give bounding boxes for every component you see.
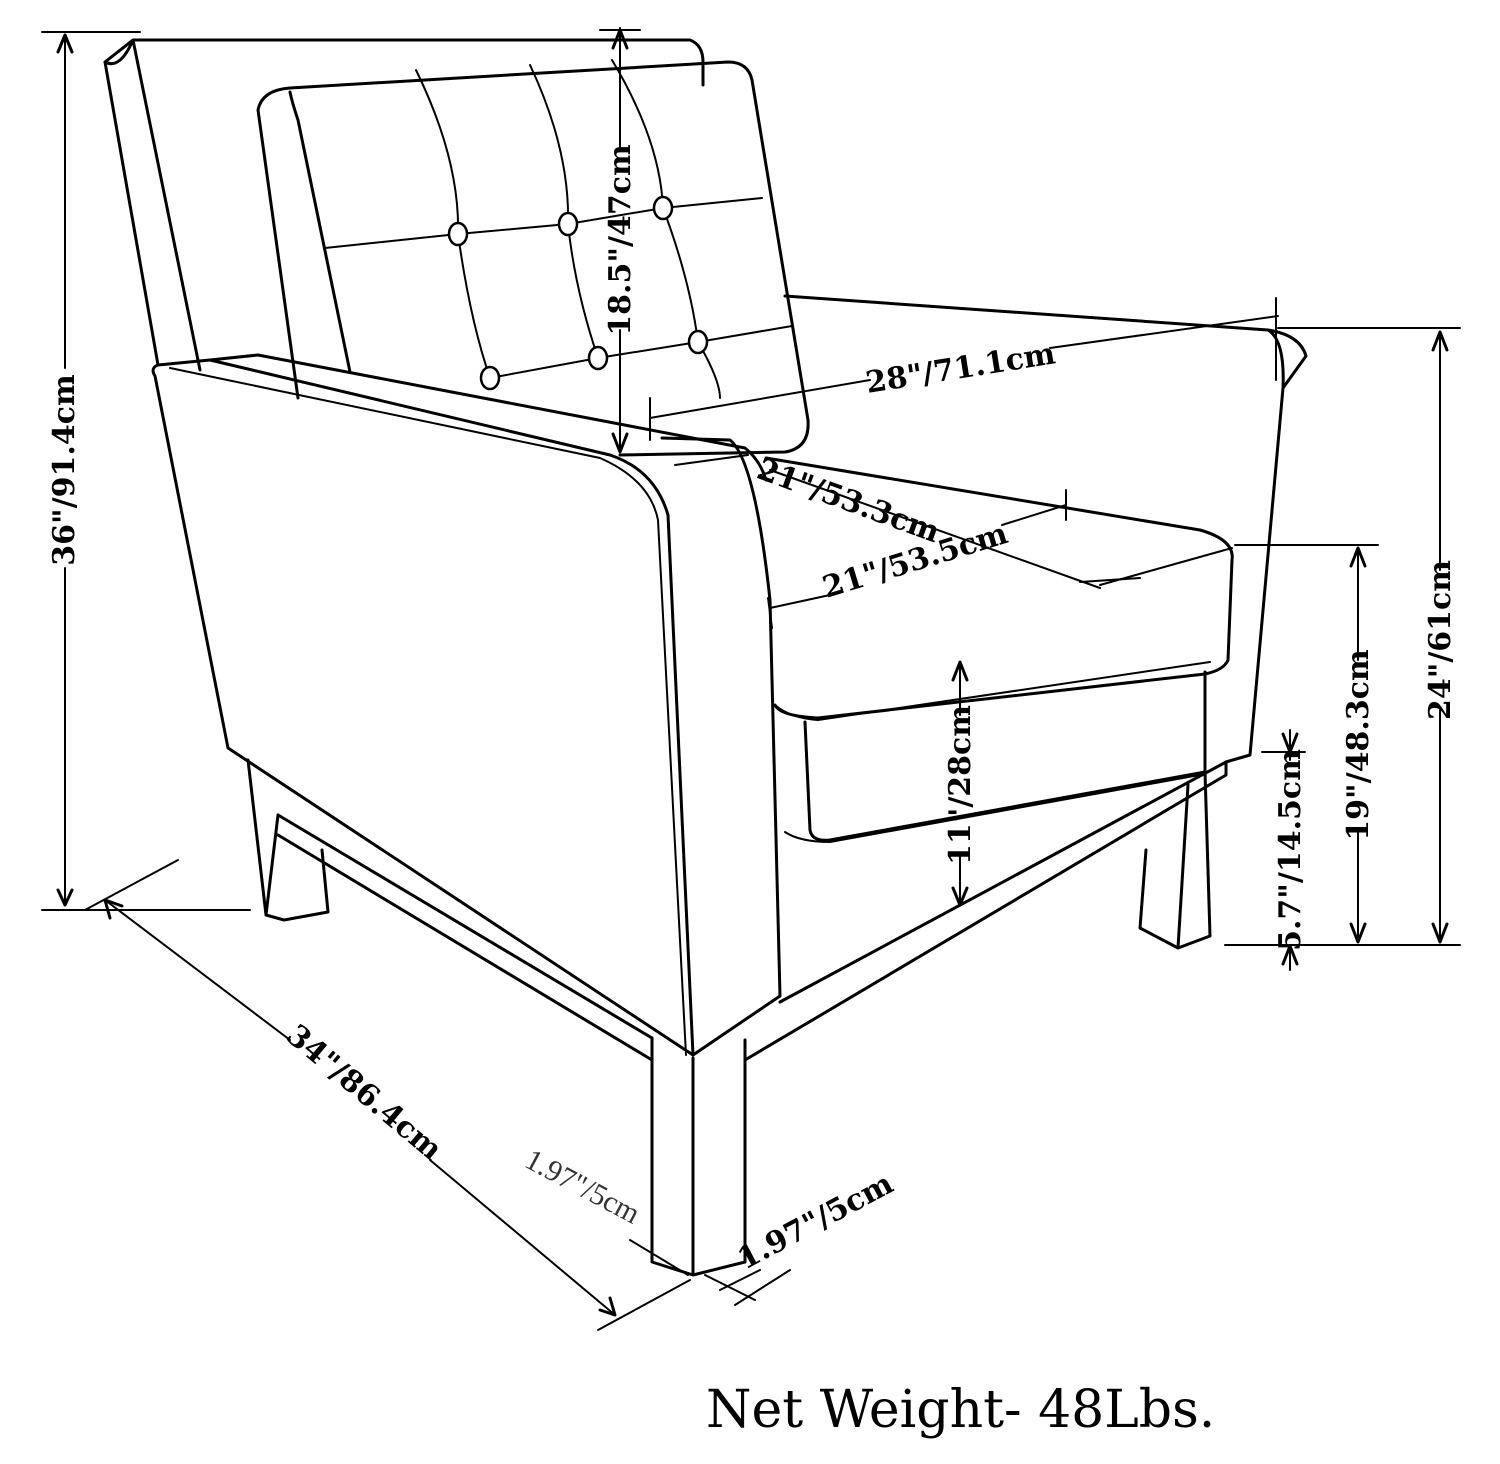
- label-leg-width: 1.97"/5cm: [732, 1166, 899, 1277]
- chair-outline: [103, 38, 1308, 1277]
- dim-arrows-arm-height: [1431, 330, 1449, 944]
- label-overall-width: 28"/71.1cm: [863, 336, 1058, 401]
- side-rail: [276, 813, 654, 1062]
- dim-arrows-back-cushion: [611, 28, 629, 454]
- label-seat-depth: 21"/53.3cm: [752, 452, 944, 550]
- label-back-cushion-height: 18.5"/47cm: [603, 144, 638, 336]
- dim-line-seat-depth: [674, 454, 1141, 589]
- backrest-frame: [103, 38, 705, 372]
- label-leg-depth: 1.97"/5cm: [520, 1143, 646, 1231]
- dim-line-seat-height: [1234, 544, 1379, 943]
- dim-line-seat-width: [767, 489, 1067, 629]
- dim-line-arm-height: [1224, 327, 1461, 946]
- net-weight-label: Net Weight- 48Lbs.: [706, 1380, 1216, 1440]
- leg-front-left: [650, 1036, 747, 1277]
- label-overall-height: 36"/91.4cm: [47, 374, 82, 566]
- dim-line-overall-height: [41, 31, 251, 911]
- back-cushion-outer: [256, 60, 810, 457]
- dim-arrows-cushion-thickness: [951, 660, 969, 907]
- label-leg-height: 5.7"/14.5cm: [1273, 749, 1308, 951]
- arm-piping: [169, 367, 687, 1056]
- arm-top: [208, 353, 768, 482]
- base-rail: [743, 760, 1228, 1062]
- dim-arrows-overall-height: [56, 33, 74, 907]
- leg-front-right: [1138, 770, 1212, 950]
- dimension-labels: 36"/91.4cm 18.5"/47cm 28"/71.1cm 21"/53.…: [47, 144, 1458, 1277]
- tuft-button: [447, 221, 469, 247]
- back-cushion-inner: [288, 90, 352, 374]
- leg-back-left: [246, 758, 330, 922]
- right-arm: [783, 294, 1308, 764]
- tuft-button: [652, 195, 674, 221]
- dim-arrows-leg-height: [1281, 732, 1299, 966]
- dim-arrows-overall-depth: [103, 898, 617, 1317]
- seat-cushion-front: [803, 670, 1207, 842]
- seat-lower-piping: [784, 773, 1206, 844]
- tuft-button: [687, 329, 709, 355]
- tufting-buttons: [447, 195, 709, 391]
- dim-line-overall-width: [649, 297, 1279, 441]
- tuft-button: [587, 345, 609, 371]
- dim-line-leg-width: [704, 1269, 791, 1306]
- dimension-lines: [41, 27, 1461, 1331]
- tuft-button: [557, 211, 579, 237]
- dim-line-leg-depth: [629, 1239, 689, 1276]
- tuft-button: [479, 365, 501, 391]
- label-overall-depth: 34"/86.4cm: [280, 1018, 449, 1168]
- tufting-lines: [324, 59, 793, 399]
- dim-line-overall-depth: [84, 859, 691, 1331]
- label-cushion-thickness: 11"/28cm: [943, 705, 978, 865]
- label-arm-height: 24"/61cm: [1423, 560, 1458, 720]
- label-seat-height: 19"/48.3cm: [1341, 649, 1376, 841]
- dim-arrows-seat-height: [1349, 546, 1367, 944]
